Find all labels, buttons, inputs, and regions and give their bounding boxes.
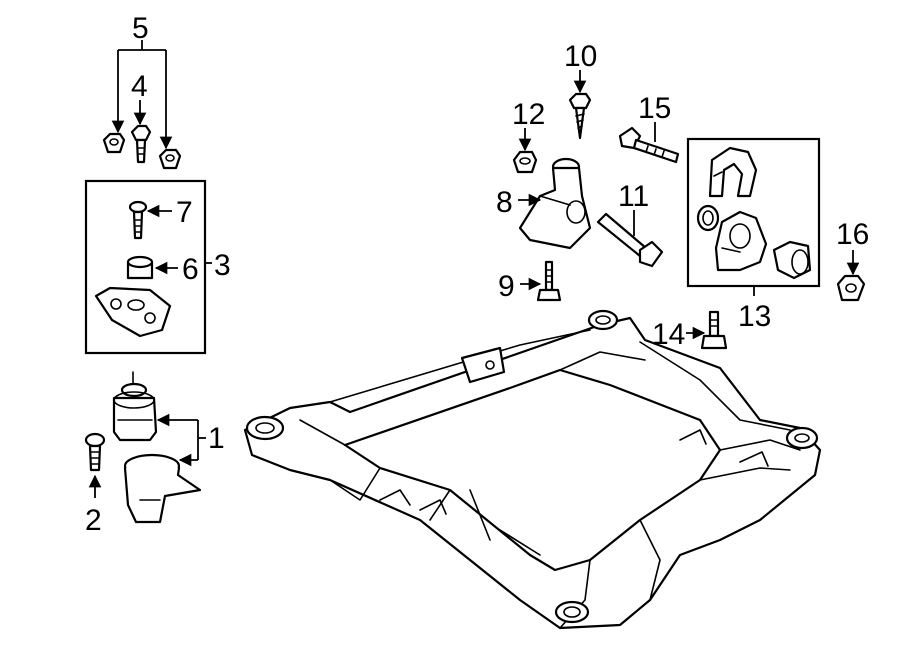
nut-5-right [158, 148, 182, 170]
callout-9: 9 [498, 270, 515, 303]
mount-plate [94, 286, 172, 338]
leader-lines [88, 40, 860, 498]
callout-1: 1 [208, 422, 225, 455]
bolt-2 [84, 432, 106, 472]
kit-box-3 [84, 179, 207, 355]
callout-5: 5 [132, 12, 149, 45]
bolt-11 [596, 212, 664, 268]
bolt-9 [536, 260, 562, 302]
callout-14: 14 [652, 318, 685, 351]
bolt-15 [618, 126, 680, 164]
callout-15: 15 [638, 92, 671, 125]
callout-8: 8 [496, 186, 513, 219]
callout-7: 7 [176, 196, 193, 229]
bolt-10 [568, 92, 592, 140]
bolt-4 [130, 124, 152, 164]
mount-bracket-8 [518, 157, 592, 250]
spacer-6 [126, 255, 154, 280]
callout-3: 3 [214, 249, 231, 282]
nut-16 [836, 274, 866, 302]
callout-2: 2 [85, 504, 102, 537]
nut-12 [512, 150, 538, 174]
callout-6: 6 [182, 253, 199, 286]
washer [696, 204, 720, 232]
callout-10: 10 [564, 40, 597, 73]
engine-mount-bracket [123, 453, 202, 524]
callout-11: 11 [618, 180, 649, 213]
callout-16: 16 [836, 218, 869, 251]
bolt-14 [700, 310, 728, 350]
bushing-housing [714, 210, 768, 272]
callout-12: 12 [512, 98, 545, 131]
bolt-7 [128, 200, 148, 240]
subframe [243, 309, 822, 630]
callout-4: 4 [131, 70, 148, 103]
nut-5-left [102, 132, 126, 154]
callout-labels: 5 4 7 6 3 1 2 10 12 15 8 11 9 13 16 14 [85, 12, 869, 537]
bushing-sleeve [772, 240, 812, 280]
bushing-clamp [708, 146, 758, 198]
engine-mount-insulator [112, 371, 158, 442]
callout-13: 13 [738, 300, 771, 333]
